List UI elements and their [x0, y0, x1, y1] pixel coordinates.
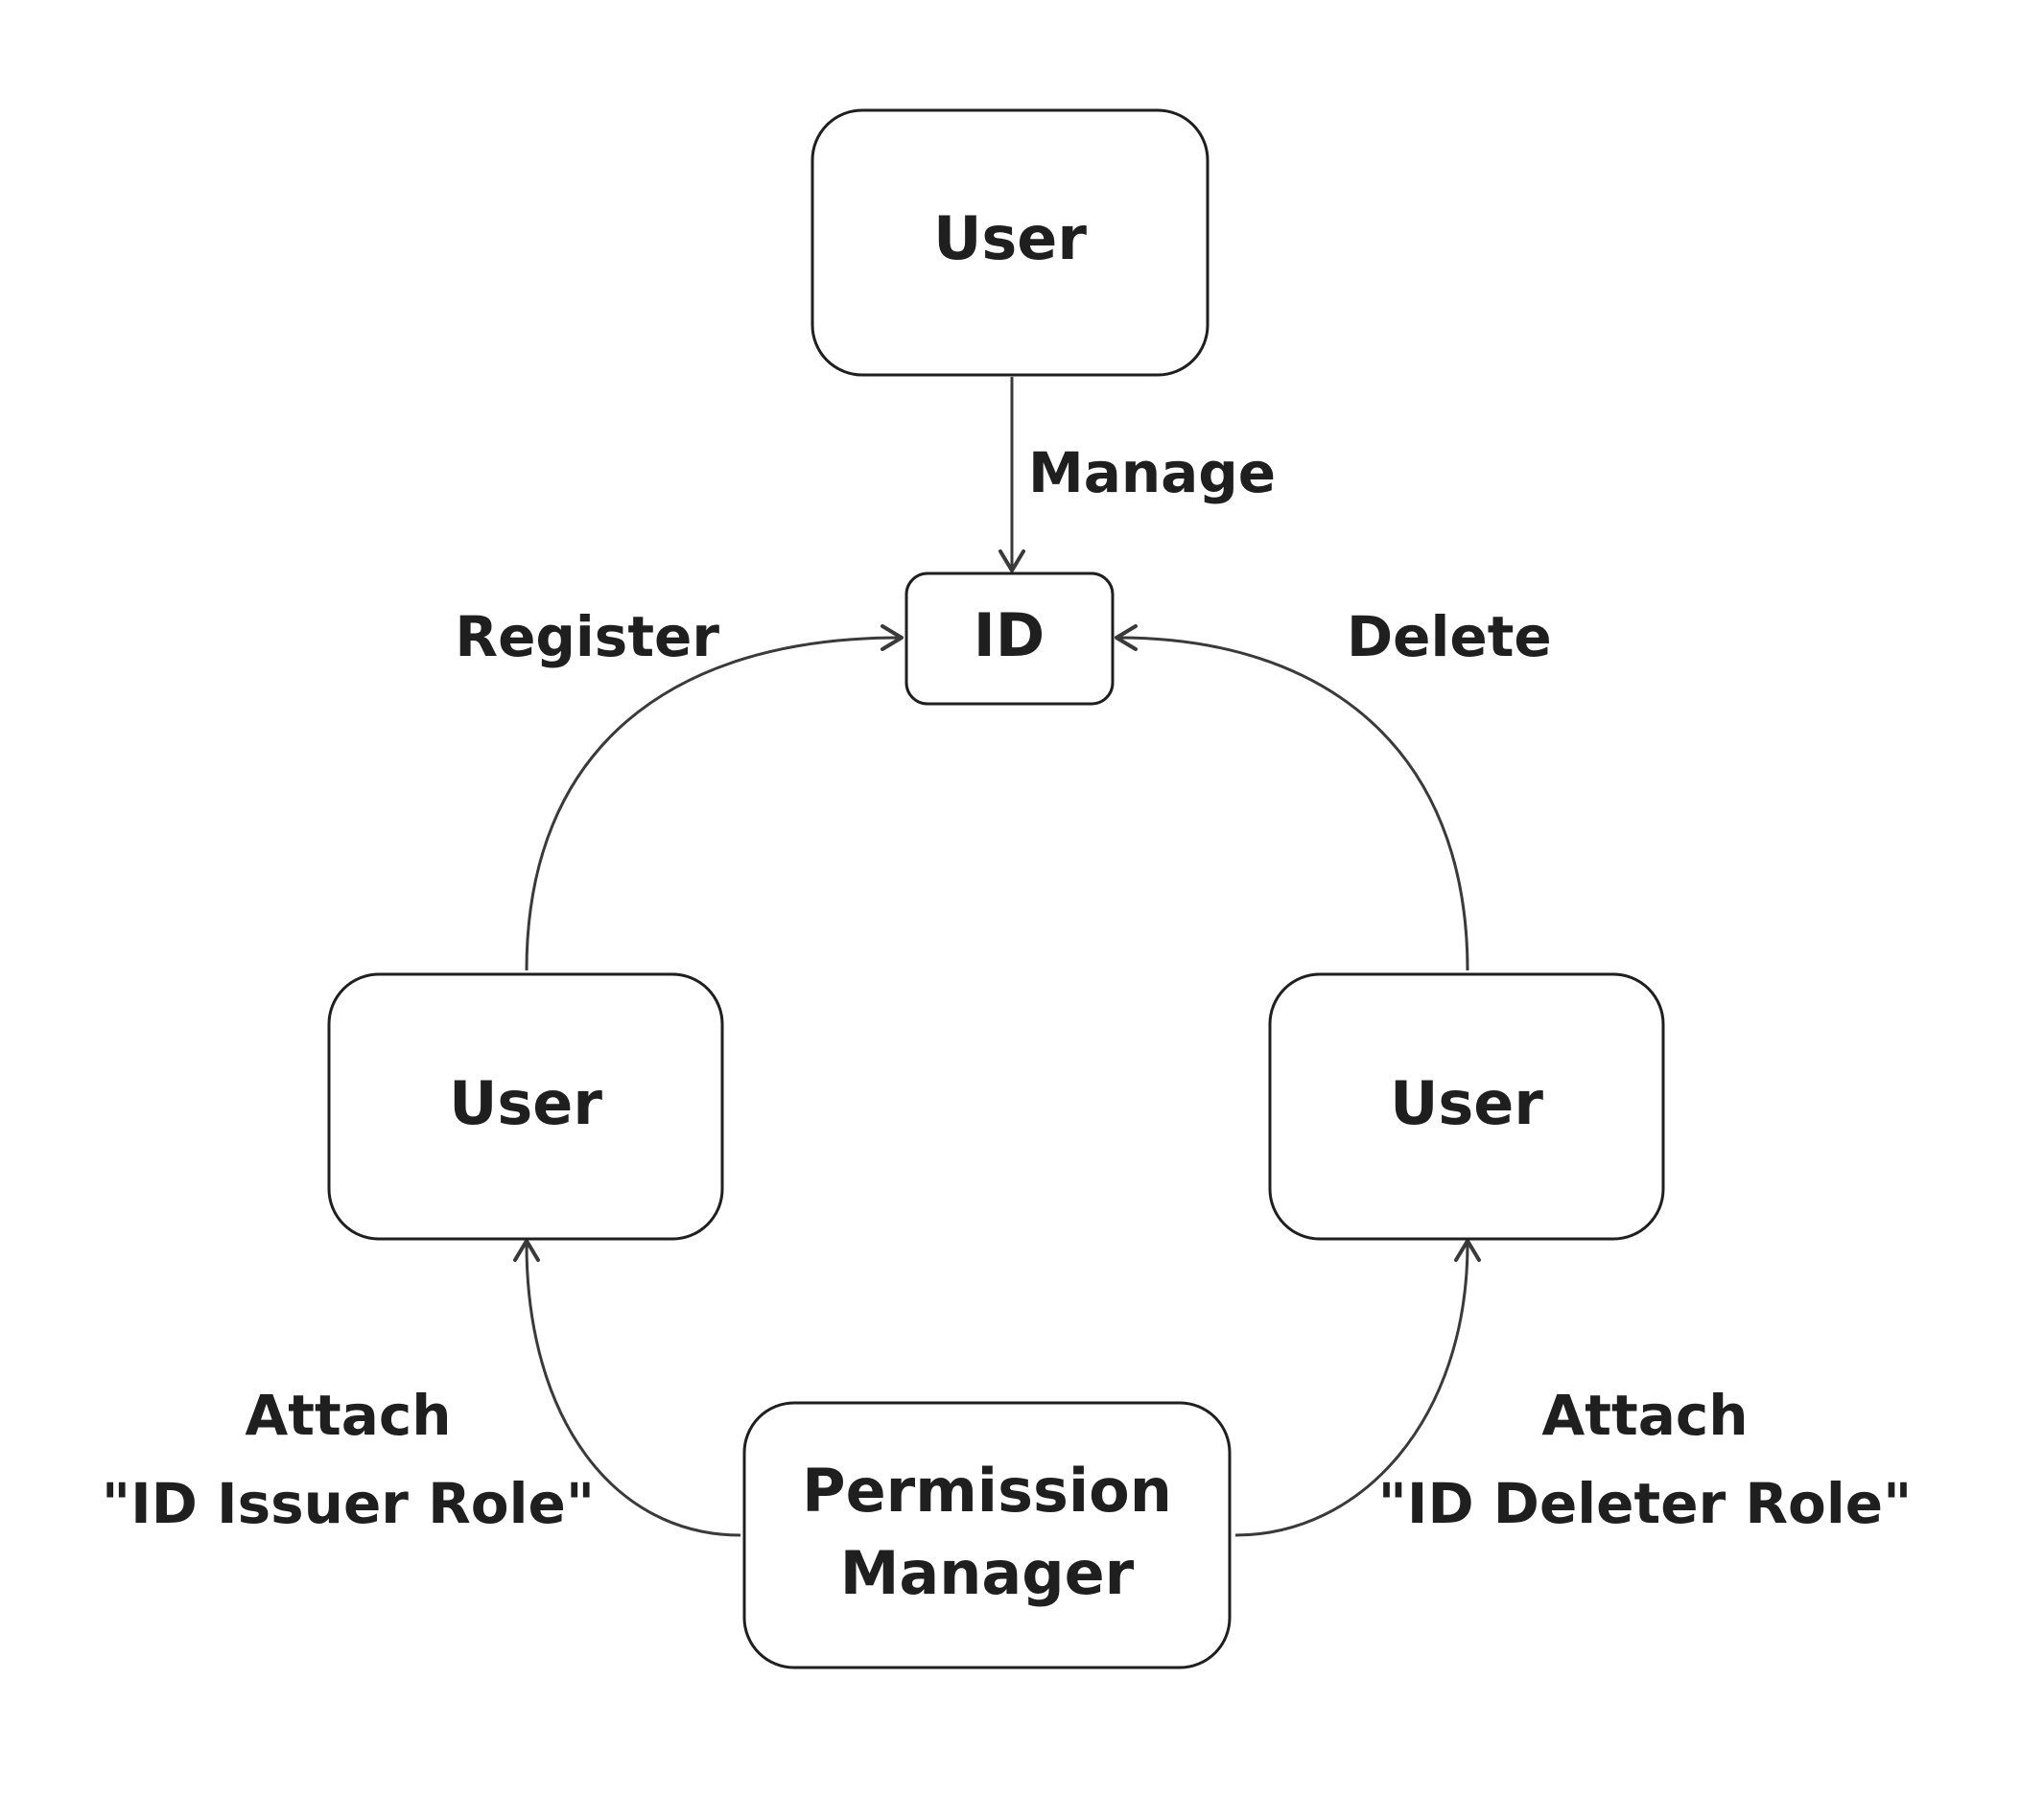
arrowhead-attach-issuer: [513, 1239, 540, 1262]
arrowhead-register: [881, 624, 904, 651]
node-user-right: User: [1268, 972, 1665, 1241]
node-id: ID: [904, 572, 1115, 706]
edge-label-attach-issuer-line2: "ID Issuer Role": [102, 1471, 595, 1536]
edge-label-attach-issuer-line1: Attach: [245, 1383, 451, 1448]
edge-label-attach-deleter-line1: Attach: [1541, 1383, 1748, 1448]
edge-register: [525, 636, 901, 971]
node-permission-manager-label-line1: Permission: [802, 1456, 1172, 1526]
arrowhead-manage: [998, 549, 1025, 572]
edge-label-register: Register: [455, 604, 719, 669]
node-permission-manager-label-line2: Manager: [840, 1538, 1135, 1608]
edges: [513, 377, 1481, 1537]
edge-label-manage: Manage: [1028, 440, 1276, 505]
node-user-top-label: User: [933, 203, 1087, 273]
node-user-left: User: [327, 972, 724, 1241]
arrowhead-delete: [1115, 624, 1138, 651]
edge-label-attach-deleter-line2: "ID Deleter Role": [1378, 1471, 1913, 1536]
edge-attach-deleter: [1234, 1243, 1469, 1537]
edge-delete: [1117, 636, 1469, 971]
node-user-right-label: User: [1390, 1068, 1543, 1138]
node-id-label: ID: [974, 600, 1045, 670]
arrowhead-attach-deleter: [1454, 1239, 1481, 1262]
node-user-left-label: User: [449, 1068, 602, 1138]
node-user-top: User: [810, 108, 1210, 377]
node-permission-manager: Permission Manager: [742, 1401, 1232, 1669]
edge-attach-issuer: [525, 1243, 741, 1537]
edge-label-delete: Delete: [1347, 604, 1552, 669]
